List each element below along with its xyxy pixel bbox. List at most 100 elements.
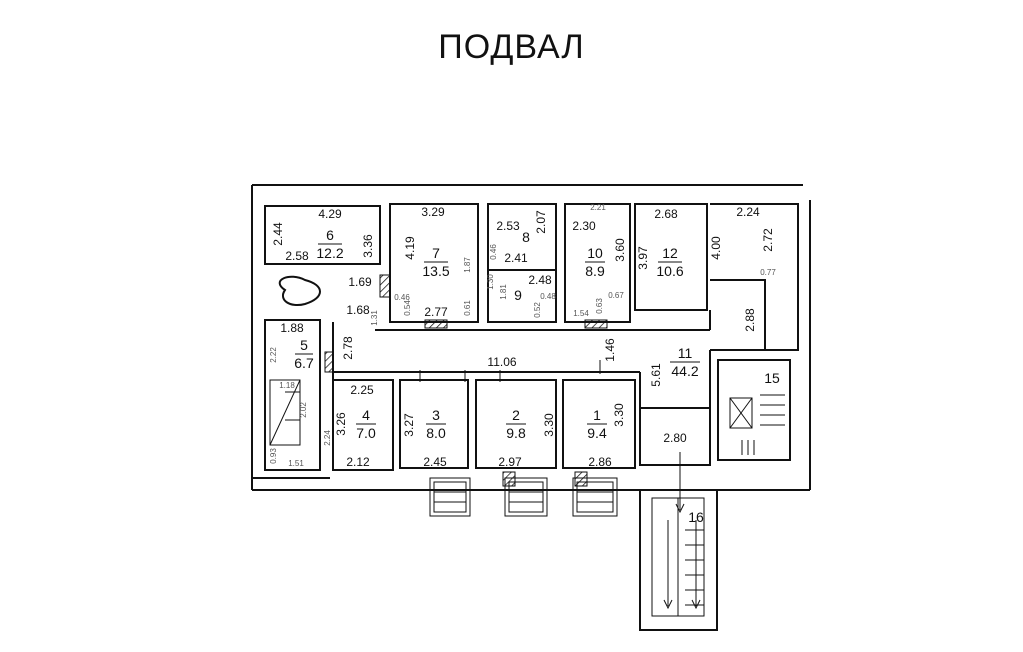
dim-label: 0.63 [595, 298, 604, 314]
dim-label: 1.69 [348, 275, 372, 289]
room-area-10: 8.9 [585, 263, 605, 279]
room-area-6: 12.2 [316, 245, 343, 261]
dim-label: 2.41 [504, 251, 528, 265]
room-area-2: 9.8 [506, 425, 526, 441]
dim-label: 3.29 [421, 205, 445, 219]
room-12 [634, 203, 708, 311]
dim-label: 0.46 [489, 244, 498, 260]
dim-label: 2.30 [572, 219, 596, 233]
dim-label: 2.78 [341, 336, 355, 360]
room-11-lower [639, 407, 711, 466]
dim-label: 2.68 [654, 207, 678, 221]
dim-label: 2.07 [534, 210, 548, 234]
dim-label: 3.27 [402, 413, 416, 437]
dim-label: 2.44 [271, 222, 285, 246]
room-2 [475, 379, 557, 469]
room-area-1: 9.4 [587, 425, 607, 441]
room-area-4: 7.0 [356, 425, 376, 441]
dim-label: 2.25 [350, 383, 374, 397]
dim-label: 2.02 [299, 402, 308, 418]
room-number-10: 10 [587, 245, 603, 261]
dim-label: 1.31 [370, 310, 379, 326]
room-number-5: 5 [300, 337, 308, 353]
room-area-12: 10.6 [656, 263, 683, 279]
stair-16 [639, 489, 718, 631]
dim-label: 5.61 [649, 363, 663, 387]
room-5 [264, 319, 321, 471]
small-dimension-labels: 0.46 0.54 0.61 1.87 1.30 1.81 0.46 0.52 … [370, 244, 776, 326]
dim-label: 0.61 [463, 300, 472, 316]
outer-walls [251, 184, 811, 491]
room-number-4: 4 [362, 407, 370, 423]
room-number-7: 7 [432, 245, 440, 261]
dim-label: 2.86 [588, 455, 612, 469]
dim-label: 11.06 [487, 355, 516, 369]
room-number-3: 3 [432, 407, 440, 423]
dim-label: 2.72 [761, 228, 775, 252]
room-number-1: 1 [593, 407, 601, 423]
room-4 [332, 379, 394, 471]
room-area-5: 6.7 [294, 355, 314, 371]
bottom-rooms [332, 379, 711, 471]
dim-label: 0.93 [269, 448, 278, 464]
dimension-labels: 4.29 2.44 3.36 2.58 3.29 4.19 2.77 2.53 … [269, 203, 775, 469]
dim-label: 2.12 [346, 455, 370, 469]
dim-label: 2.24 [323, 430, 332, 446]
dim-label: 1.68 [346, 303, 370, 317]
light-wells [429, 477, 618, 517]
pool-shape [278, 275, 321, 306]
dim-label: 2.77 [424, 305, 448, 319]
room-number-8: 8 [522, 229, 530, 245]
dim-label: 0.77 [760, 268, 776, 277]
room-number-9: 9 [514, 287, 522, 303]
dim-label: 3.30 [612, 403, 626, 427]
dim-label: 2.58 [285, 249, 309, 263]
dim-label: 3.26 [334, 412, 348, 436]
dim-label: 2.45 [423, 455, 447, 469]
dim-label: 4.29 [318, 207, 342, 221]
dim-label: 3.97 [636, 246, 650, 270]
corridor-markers [419, 360, 685, 514]
dim-label: 1.88 [280, 321, 304, 335]
room-labels: 6 12.2 7 13.5 8 9 10 8.9 12 10.6 5 6.7 1… [294, 227, 780, 525]
dim-label: 0.48 [540, 292, 556, 301]
dim-label: 2.97 [498, 455, 522, 469]
dim-label: 2.24 [736, 205, 760, 219]
room-6 [264, 205, 381, 265]
dim-label: 2.21 [590, 203, 606, 212]
dim-label: 1.30 [486, 274, 495, 290]
hatched-walls [324, 274, 608, 487]
room-area-3: 8.0 [426, 425, 446, 441]
room-number-11: 11 [678, 345, 693, 361]
dim-label: 2.22 [269, 347, 278, 363]
dim-label: 0.67 [608, 291, 624, 300]
room-area-7: 13.5 [422, 263, 449, 279]
dim-label: 3.30 [542, 413, 556, 437]
page-title: ПОДВАЛ [438, 28, 585, 66]
dim-label: 2.48 [528, 273, 552, 287]
dim-label: 4.00 [709, 236, 723, 260]
dim-label: 4.19 [403, 236, 417, 260]
room-area-11: 44.2 [671, 363, 698, 379]
room-number-12: 12 [662, 245, 678, 261]
dim-label: 0.52 [533, 302, 542, 318]
dim-label: 1.54 [573, 309, 589, 318]
dim-label: 0.54 [403, 300, 412, 316]
dim-label: 2.80 [663, 431, 687, 445]
dim-label: 0.46 [394, 293, 410, 302]
dim-label: 1.51 [288, 459, 304, 468]
room-number-2: 2 [512, 407, 520, 423]
room-9 [487, 269, 557, 323]
room-1 [562, 379, 636, 469]
stair-15 [717, 359, 791, 461]
dim-label: 1.81 [499, 284, 508, 300]
dim-label: 1.46 [603, 338, 617, 362]
dim-label: 1.87 [463, 257, 472, 273]
room-number-6: 6 [326, 227, 334, 243]
dim-label: 1.18 [279, 381, 295, 390]
dim-label: 3.36 [361, 234, 375, 258]
dim-label: 3.60 [613, 238, 627, 262]
corridor-walls [332, 310, 798, 470]
dim-label: 2.53 [496, 219, 520, 233]
